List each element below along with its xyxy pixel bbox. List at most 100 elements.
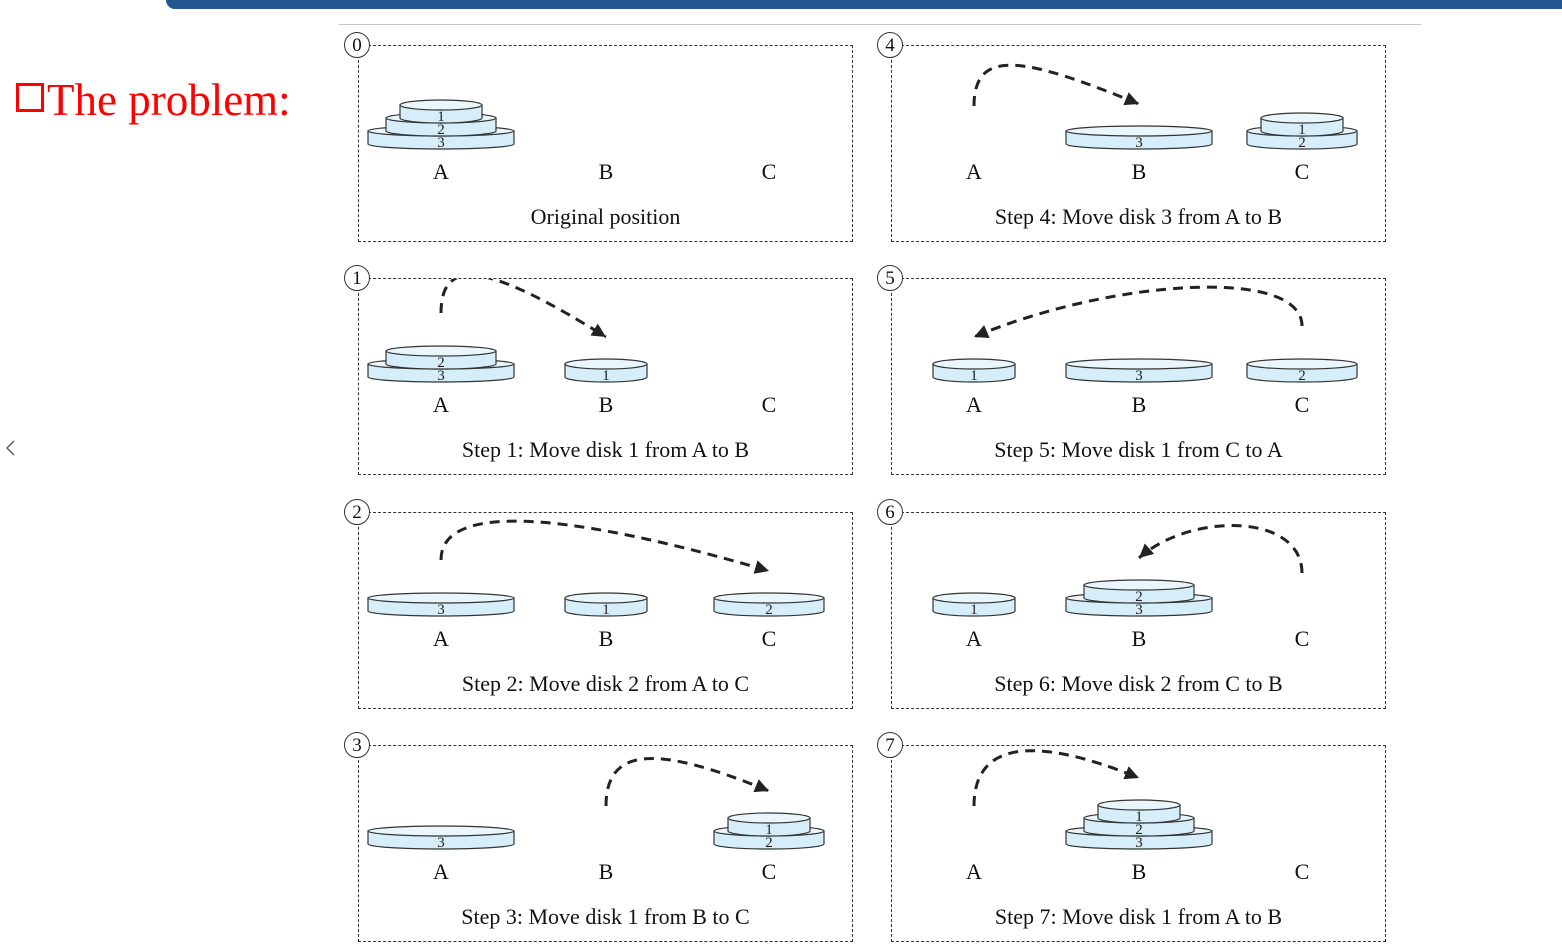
- pegs-illustration: 3 1 2: [367, 519, 825, 618]
- step-caption: Step 4: Move disk 3 from A to B: [994, 204, 1283, 229]
- move-arrow: [972, 63, 1140, 107]
- move-arrow: [1138, 524, 1304, 574]
- disk-1: 1: [1097, 799, 1181, 825]
- disk-1: 1: [1260, 112, 1344, 138]
- step-caption: Step 3: Move disk 1 from B to C: [461, 904, 750, 929]
- pegs-illustration: 1 3 2: [932, 285, 1358, 384]
- disk-3: 3: [1065, 125, 1213, 151]
- arrow-head-icon: [1123, 766, 1139, 780]
- peg-label-B: B: [1131, 626, 1147, 651]
- peg-label-C: C: [761, 626, 777, 651]
- disk-3: 3: [367, 592, 515, 618]
- heading-text: The problem:: [47, 75, 291, 125]
- disk-2: 2: [713, 592, 825, 618]
- disk-number: 3: [437, 135, 445, 151]
- slide-heading: The problem:: [16, 72, 291, 128]
- pegs-illustration: 321: [367, 99, 515, 151]
- peg-label-B: B: [598, 626, 614, 651]
- arrow-head-icon: [974, 325, 990, 338]
- disk-number: 3: [1135, 835, 1143, 851]
- step-caption: Original position: [530, 204, 681, 229]
- disk-2: 2: [1083, 579, 1195, 605]
- peg-label-C: C: [761, 392, 777, 417]
- step-number: 1: [344, 265, 370, 291]
- disk-number: 2: [437, 122, 445, 138]
- checkbox-bullet-icon: [16, 82, 44, 112]
- peg-label-B: B: [1131, 159, 1147, 184]
- peg-label-A: A: [966, 859, 982, 884]
- peg-label-A: A: [433, 392, 449, 417]
- disk-number: 2: [765, 602, 773, 618]
- disk-number: 3: [437, 368, 445, 384]
- peg-label-A: A: [433, 159, 449, 184]
- move-arrow: [439, 279, 607, 339]
- peg-label-A: A: [433, 859, 449, 884]
- disk-number: 1: [437, 109, 445, 125]
- disk-number: 1: [1298, 122, 1306, 138]
- disk-1: 1: [399, 99, 483, 125]
- move-arrow: [439, 519, 770, 573]
- disk-number: 1: [1135, 809, 1143, 825]
- arrow-head-icon: [1139, 543, 1155, 558]
- disk-number: 1: [765, 822, 773, 838]
- arrow-head-icon: [1123, 92, 1139, 106]
- step-number: 3: [344, 732, 370, 758]
- pegs-illustration: 3 21: [972, 63, 1358, 151]
- peg-label-A: A: [966, 626, 982, 651]
- move-arrow: [604, 757, 770, 807]
- disk-2: 2: [385, 345, 497, 371]
- disk-1: 1: [932, 358, 1016, 384]
- disk-1: 1: [564, 358, 648, 384]
- peg-label-A: A: [966, 392, 982, 417]
- move-arrow: [973, 285, 1304, 339]
- peg-label-B: B: [1131, 392, 1147, 417]
- peg-label-A: A: [433, 626, 449, 651]
- previous-slide-chevron-icon[interactable]: [4, 438, 18, 458]
- step-caption: Step 1: Move disk 1 from A to B: [461, 437, 750, 462]
- peg-label-C: C: [1294, 392, 1310, 417]
- step-number: 5: [877, 265, 903, 291]
- step-number: 6: [877, 499, 903, 525]
- header-divider: [339, 24, 1421, 25]
- peg-label-B: B: [598, 859, 614, 884]
- peg-label-C: C: [761, 159, 777, 184]
- pegs-illustration: 321: [972, 749, 1213, 851]
- step-caption: Step 6: Move disk 2 from C to B: [994, 671, 1283, 696]
- peg-label-C: C: [761, 859, 777, 884]
- step-caption: Step 5: Move disk 1 from C to A: [994, 437, 1283, 462]
- arrow-head-icon: [753, 779, 769, 793]
- arrow-head-icon: [753, 560, 769, 574]
- disk-number: 2: [437, 355, 445, 371]
- disk-number: 3: [1135, 368, 1143, 384]
- move-arrow: [972, 749, 1140, 807]
- disk-number: 2: [765, 835, 773, 851]
- disk-1: 1: [932, 592, 1016, 618]
- disk-number: 2: [1298, 368, 1306, 384]
- peg-label-A: A: [966, 159, 982, 184]
- peg-label-C: C: [1294, 859, 1310, 884]
- disk-number: 3: [1135, 135, 1143, 151]
- step-number: 7: [877, 732, 903, 758]
- disk-1: 1: [564, 592, 648, 618]
- step-caption: Step 7: Move disk 1 from A to B: [994, 904, 1283, 929]
- peg-label-B: B: [598, 392, 614, 417]
- peg-label-B: B: [1131, 859, 1147, 884]
- disk-number: 2: [1135, 589, 1143, 605]
- disk-number: 2: [1298, 135, 1306, 151]
- peg-label-C: C: [1294, 159, 1310, 184]
- pegs-illustration: 1 32: [932, 524, 1304, 618]
- peg-label-C: C: [1294, 626, 1310, 651]
- disk-number: 3: [1135, 602, 1143, 618]
- arrow-head-icon: [590, 323, 606, 337]
- peg-label-B: B: [598, 159, 614, 184]
- step-number: 2: [344, 499, 370, 525]
- title-bar: [166, 0, 1562, 9]
- disk-number: 1: [970, 368, 978, 384]
